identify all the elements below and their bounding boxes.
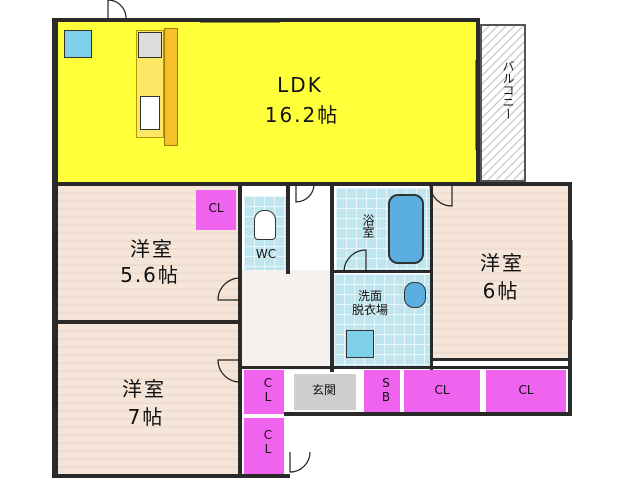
room-a-door-swing (217, 277, 241, 301)
hallway (240, 270, 330, 370)
western-room-a-name: 洋室 (130, 237, 174, 261)
western-room-b-size: 6帖 (482, 279, 520, 303)
closet-1-label: CL (208, 201, 224, 215)
balcony (480, 24, 526, 182)
ldk-room (56, 22, 476, 184)
wall-ldk-bottom (52, 182, 572, 186)
western-room-c (58, 324, 238, 476)
closet-3 (244, 418, 284, 474)
bath-door-swing (343, 249, 367, 273)
entrance-door-swing (289, 451, 311, 473)
bathtub (388, 194, 424, 264)
washing-machine (346, 330, 374, 358)
entrance (294, 374, 356, 410)
front-balcony-door-swing (107, 0, 127, 19)
western-room-c-name: 洋室 (122, 377, 166, 401)
wall-room-a-right (238, 182, 242, 476)
wall-rooms-divider (52, 320, 242, 324)
closet-4 (404, 370, 480, 412)
western-room-b-name: 洋室 (480, 251, 524, 275)
wc-room (244, 196, 286, 270)
balcony-label: バルコニー (501, 60, 515, 120)
sink (140, 96, 160, 130)
closet-4-label: CL (434, 383, 450, 397)
stove (138, 32, 162, 58)
wall-closet-bottom (284, 412, 572, 416)
shoe-box-label: SB (379, 376, 393, 404)
closet-5 (486, 370, 566, 412)
entrance-label: 玄関 (311, 383, 336, 397)
wall-closet-top (240, 366, 572, 369)
wall-wc-right (286, 182, 290, 274)
closet-3-label: CL (261, 428, 275, 456)
wall-room-b-bottom (430, 358, 572, 361)
kitchen-counter-edge (164, 28, 178, 146)
wall-top (52, 18, 480, 22)
ldk-size: 16.2帖 (264, 103, 340, 127)
wall-bath-left (330, 182, 334, 372)
hall-door-swing (295, 183, 315, 203)
wall-left (52, 18, 58, 478)
wall-bath-bottom (330, 270, 432, 273)
closet-2 (244, 370, 284, 414)
bath-label: 浴室 (361, 214, 375, 238)
wall-ldk-right (476, 18, 480, 184)
western-room-b (432, 186, 570, 358)
wall-right (568, 182, 572, 416)
wall-bottom (52, 474, 290, 478)
western-room-a-size: 5.6帖 (120, 263, 180, 287)
washroom-label: 洗面 脱衣場 (351, 289, 388, 317)
ventilation-fan (64, 30, 92, 58)
wall-room-b-left (430, 182, 433, 370)
wc-label: WC (255, 247, 277, 261)
western-room-c-size: 7帖 (127, 405, 165, 429)
closet-1 (196, 190, 236, 230)
wash-basin (404, 282, 426, 308)
room-c-door-swing (217, 359, 241, 383)
closet-5-label: CL (518, 383, 534, 397)
ldk-name: LDK (277, 73, 323, 97)
shoe-box (364, 370, 400, 412)
toilet (254, 210, 276, 240)
room-b-door-swing (429, 183, 453, 207)
closet-2-label: CL (261, 376, 275, 404)
